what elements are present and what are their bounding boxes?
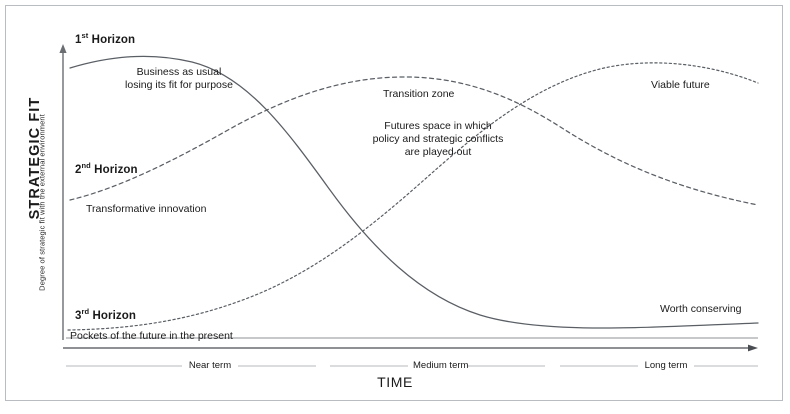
y-axis-subtitle: Degree of strategic fit with the externa… (37, 114, 47, 291)
horizon-1-annotation: Business as usual losing its fit for pur… (104, 66, 254, 92)
x-axis-title: TIME (377, 374, 413, 390)
horizon-2-ordinal: nd (81, 161, 91, 170)
horizon-1-number: 1 (75, 33, 82, 46)
horizon-2-number: 2 (75, 163, 82, 176)
x-term-medium: Medium term (413, 360, 469, 371)
horizon-3-title: 3rd Horizon (75, 307, 136, 323)
y-axis (59, 44, 67, 340)
curve-horizon-2 (69, 76, 759, 206)
horizon-2-annotation: Transformative innovation (86, 203, 207, 215)
horizon-1-annotation-line-2: losing its fit for purpose (125, 79, 233, 92)
x-term-long: Long term (644, 360, 688, 371)
horizon-1-title: 1st Horizon (75, 31, 135, 47)
horizon-1-annotation-line-1: Business as usual (136, 66, 222, 78)
horizon-3-word: Horizon (92, 309, 136, 322)
horizon-2-title: 2nd Horizon (75, 161, 138, 177)
horizon-1-word: Horizon (91, 33, 136, 46)
horizon-1-end-annotation: Worth conserving (660, 303, 742, 315)
curve-horizon-1 (69, 55, 759, 329)
horizon-3-annotation: Pockets of the future in the present (70, 330, 233, 342)
horizon-1-ordinal: st (81, 31, 89, 40)
horizon-3-ordinal: rd (81, 307, 90, 316)
figure-border (5, 5, 783, 401)
horizon-2-end-annotation: Transition zone (383, 88, 455, 100)
horizon-3-end-annotation: Viable future (651, 79, 710, 91)
horizon-3-number: 3 (75, 309, 82, 322)
center-note-line-1: Futures space in which (384, 120, 492, 132)
center-note-line-3: are played out (404, 146, 472, 159)
center-note: Futures space in which policy and strate… (348, 120, 528, 160)
horizon-2-word: Horizon (94, 163, 138, 176)
x-term-near: Near term (188, 360, 232, 371)
center-note-line-2: policy and strategic conflicts (372, 133, 504, 146)
x-axis (63, 344, 758, 352)
curve-horizon-3 (67, 62, 759, 331)
